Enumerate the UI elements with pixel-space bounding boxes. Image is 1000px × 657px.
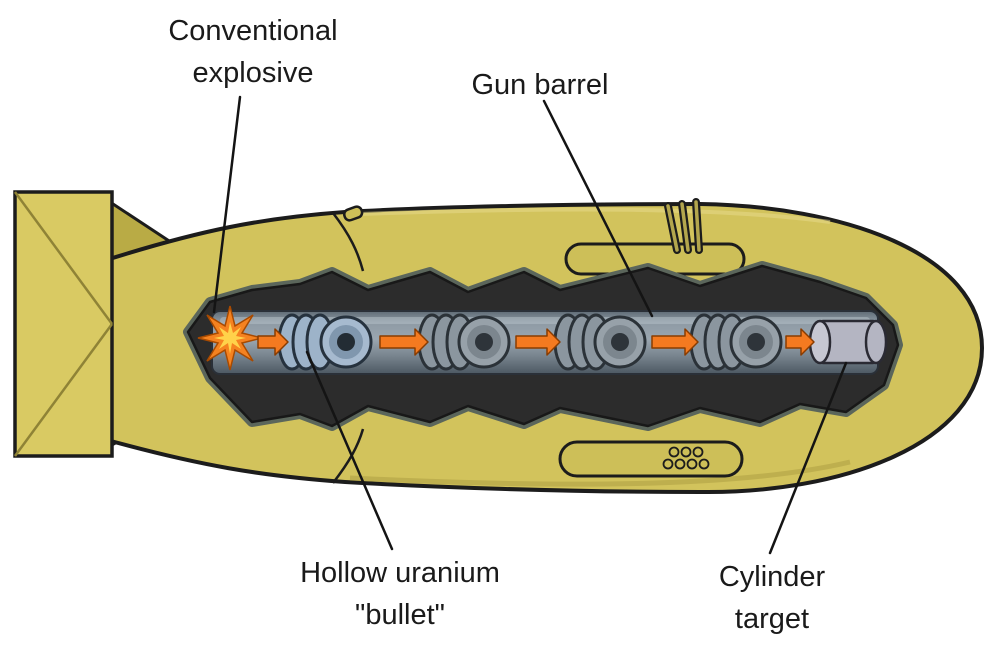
arrow-1 bbox=[257, 328, 289, 356]
label-line: Conventional bbox=[168, 15, 338, 47]
bottom-hatch-panel bbox=[558, 440, 744, 478]
arrow-5 bbox=[785, 328, 815, 356]
explosion-burst bbox=[197, 305, 263, 371]
cone-body-seam-top bbox=[332, 212, 365, 272]
label-line: explosive bbox=[192, 57, 314, 89]
label-gun-barrel: Gun barrel bbox=[430, 64, 650, 106]
uranium-bullet bbox=[277, 313, 373, 371]
barrel-hoop-1 bbox=[417, 313, 511, 371]
label-line: "bullet" bbox=[355, 599, 445, 631]
label-cylinder-target: Cylinder target bbox=[668, 556, 876, 640]
casing-top-highlight bbox=[359, 207, 831, 224]
tail-fin-perspective-line-top bbox=[13, 191, 114, 325]
pointer-gun-barrel bbox=[542, 99, 654, 318]
pointer-cylinder-target bbox=[768, 361, 848, 555]
arrow-4 bbox=[651, 328, 699, 356]
barrel-hoop-2 bbox=[553, 313, 647, 371]
label-line: Hollow uranium bbox=[300, 557, 500, 589]
explosion-inner-star bbox=[214, 322, 246, 354]
label-line: Gun barrel bbox=[471, 69, 609, 101]
pointer-conventional-explosive bbox=[212, 95, 242, 314]
motion-arrows bbox=[257, 328, 815, 356]
cylinder-target bbox=[808, 319, 888, 365]
pointer-hollow-uranium-bullet bbox=[305, 350, 394, 551]
label-line: Cylinder bbox=[718, 561, 826, 593]
arrow-3 bbox=[515, 328, 561, 356]
label-conventional-explosive: Conventional explosive bbox=[128, 10, 378, 94]
barrel-hoop-3 bbox=[689, 313, 783, 371]
cone-body-seam-bottom bbox=[332, 428, 365, 484]
pointer-lines bbox=[212, 95, 848, 555]
arrow-2 bbox=[379, 328, 429, 356]
casing-bottom-shading bbox=[349, 459, 851, 487]
tail-fin-perspective-line-bottom bbox=[13, 323, 114, 457]
vent-holes bbox=[662, 446, 710, 470]
label-hollow-uranium-bullet: Hollow uranium "bullet" bbox=[262, 552, 538, 636]
antenna-prongs bbox=[664, 198, 703, 254]
label-line: target bbox=[734, 603, 810, 635]
casing-knob bbox=[342, 205, 364, 222]
tail-fin-front-face bbox=[13, 190, 114, 458]
